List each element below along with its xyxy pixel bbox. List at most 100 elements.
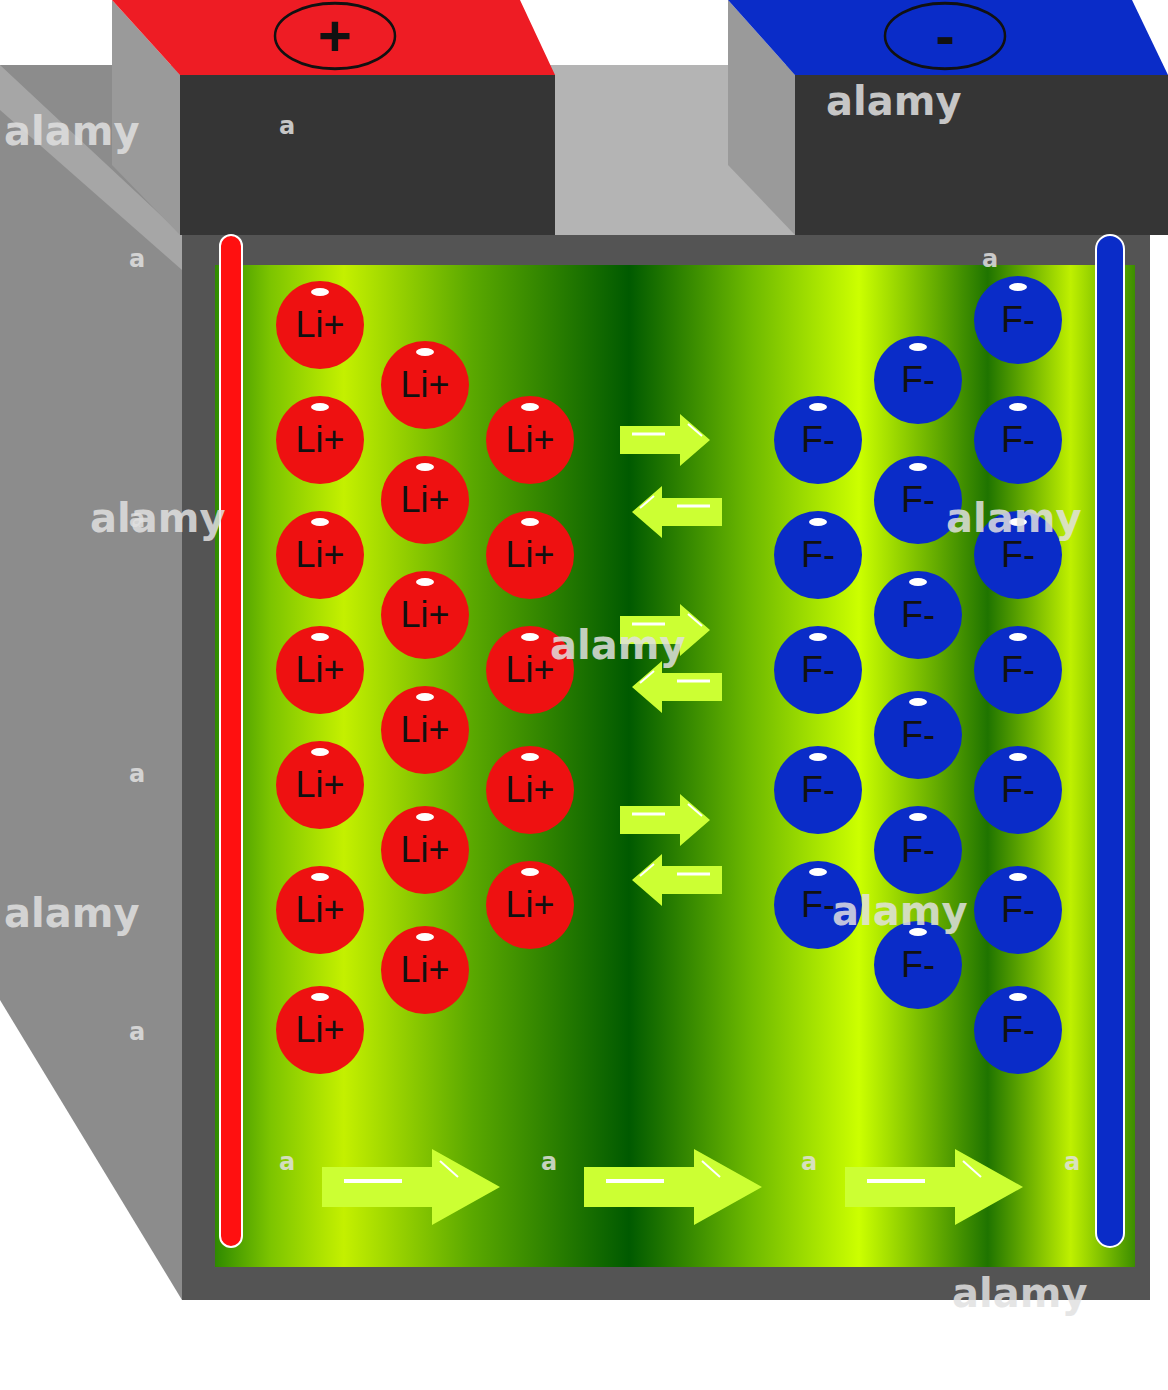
lithium-ion: Li+ (380, 455, 470, 545)
ion-label: Li+ (400, 832, 449, 868)
ion-highlight (416, 933, 434, 941)
ion-label: Li+ (295, 892, 344, 928)
ion-label: Li+ (295, 537, 344, 573)
watermark: alamy (832, 888, 967, 934)
watermark: alamy (946, 495, 1081, 541)
watermark: a (129, 1018, 145, 1046)
ion-highlight (521, 633, 539, 641)
ion-label: F- (1001, 892, 1035, 928)
ion-highlight (311, 288, 329, 296)
ion-highlight (809, 753, 827, 761)
ion-highlight (311, 518, 329, 526)
ion-highlight (311, 633, 329, 641)
ion-body (974, 396, 1062, 484)
fluoride-ion: F- (973, 395, 1063, 485)
fluoride-ion: F- (773, 395, 863, 485)
ion-label: F- (1001, 302, 1035, 338)
ion-body (974, 626, 1062, 714)
watermark: a (279, 1148, 295, 1176)
ion-highlight (1009, 753, 1027, 761)
lithium-ion: Li+ (275, 740, 365, 830)
fluoride-ion: F- (973, 865, 1063, 955)
polarity-sign: - (935, 7, 954, 65)
ion-label: Li+ (400, 367, 449, 403)
ion-label: Li+ (400, 712, 449, 748)
lithium-ion: Li+ (485, 860, 575, 950)
ion-label: Li+ (505, 537, 554, 573)
ion-body (276, 626, 364, 714)
ion-highlight (1009, 403, 1027, 411)
ion-body (381, 571, 469, 659)
ion-label: F- (801, 422, 835, 458)
ion-body (874, 921, 962, 1009)
lithium-ion: Li+ (275, 625, 365, 715)
ion-highlight (909, 578, 927, 586)
electrolyte (215, 265, 1135, 1267)
ion-highlight (416, 463, 434, 471)
sign-outline (885, 3, 1005, 68)
ion-body (974, 986, 1062, 1074)
ion-label: Li+ (295, 422, 344, 458)
fluoride-ion: F- (973, 985, 1063, 1075)
ion-label: Li+ (505, 772, 554, 808)
watermark: a (1064, 1148, 1080, 1176)
terminal-sign: - (883, 1, 1007, 71)
ion-label: F- (1001, 537, 1035, 573)
ion-highlight (1009, 993, 1027, 1001)
terminal-sign: + (273, 1, 397, 71)
lithium-ion: Li+ (275, 985, 365, 1075)
ion-highlight (416, 693, 434, 701)
ion-highlight (521, 403, 539, 411)
lithium-ion: Li+ (275, 865, 365, 955)
ion-highlight (416, 578, 434, 586)
ion-body (874, 571, 962, 659)
ion-body (276, 986, 364, 1074)
ion-body (974, 746, 1062, 834)
ion-body (381, 806, 469, 894)
ion-label: F- (901, 362, 935, 398)
ion-body (381, 686, 469, 774)
ion-body (874, 691, 962, 779)
ion-label: F- (901, 717, 935, 753)
ion-body (276, 511, 364, 599)
lithium-ion: Li+ (380, 685, 470, 775)
watermark: alamy (550, 622, 685, 668)
ion-label: F- (801, 652, 835, 688)
lithium-ion: Li+ (275, 280, 365, 370)
ion-body (874, 336, 962, 424)
watermark: a (801, 1148, 817, 1176)
ion-label: Li+ (295, 767, 344, 803)
ion-body (974, 276, 1062, 364)
ion-label: Li+ (295, 307, 344, 343)
lithium-ion: Li+ (485, 510, 575, 600)
watermark: alamy (90, 495, 225, 541)
ion-body (276, 281, 364, 369)
watermark: alamy (952, 1270, 1087, 1316)
ion-label: F- (1001, 772, 1035, 808)
ion-label: Li+ (295, 652, 344, 688)
ion-highlight (311, 873, 329, 881)
ion-highlight (311, 993, 329, 1001)
ion-label: F- (1001, 422, 1035, 458)
ion-highlight (311, 748, 329, 756)
ion-highlight (416, 813, 434, 821)
watermark: a (279, 112, 295, 140)
lithium-ion: Li+ (380, 805, 470, 895)
sign-outline (275, 3, 395, 68)
ion-body (276, 396, 364, 484)
ion-body (974, 866, 1062, 954)
fluoride-ion: F- (973, 745, 1063, 835)
ion-body (486, 861, 574, 949)
polarity-sign: + (318, 7, 352, 65)
ion-body (774, 746, 862, 834)
ion-label: Li+ (505, 652, 554, 688)
ion-label: Li+ (400, 597, 449, 633)
ion-highlight (909, 343, 927, 351)
ion-body (486, 746, 574, 834)
ion-label: Li+ (505, 422, 554, 458)
ion-body (774, 511, 862, 599)
lithium-ion: Li+ (485, 745, 575, 835)
ion-highlight (416, 348, 434, 356)
battery-body (182, 235, 1150, 1300)
fluoride-ion: F- (773, 625, 863, 715)
